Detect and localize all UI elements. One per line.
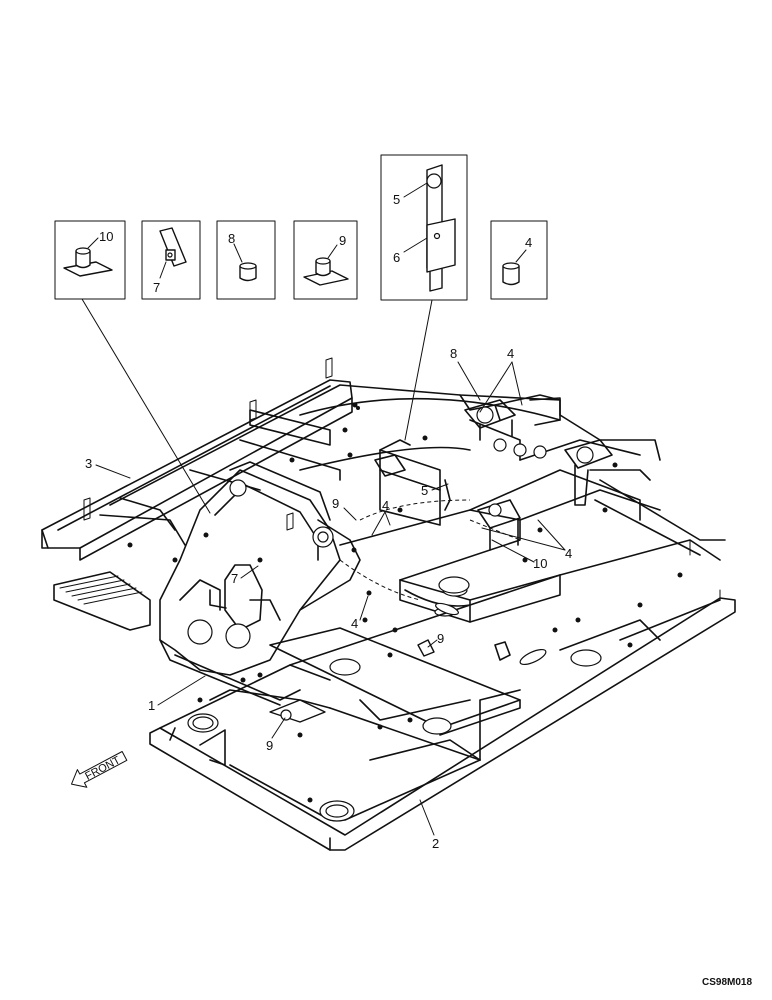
- front-arrow: FRONT: [71, 751, 128, 788]
- callout-8: 8: [450, 346, 457, 361]
- inset-part-10: 10: [54, 220, 126, 300]
- callout-4-lower: 4: [351, 616, 358, 631]
- callout-4-top: 4: [507, 346, 514, 361]
- center-beams: [339, 397, 721, 623]
- boss-icon: [315, 260, 331, 277]
- inset-box-10: [54, 220, 126, 300]
- callout-2: 2: [432, 836, 439, 851]
- spacer-icon: [502, 265, 520, 286]
- bolt-holes: [127, 402, 683, 803]
- callout-3: 3: [85, 456, 92, 471]
- front-label: FRONT: [83, 754, 122, 783]
- callout-10: 10: [533, 556, 547, 571]
- callout-4-center: 4: [382, 498, 389, 513]
- lower-frame: [149, 574, 736, 851]
- callout-4-box: 4: [525, 235, 532, 250]
- callout-7: 7: [231, 571, 238, 586]
- leader-line: [81, 298, 211, 514]
- boom-mount-structure: [159, 461, 361, 706]
- callout-6-box: 6: [393, 250, 400, 265]
- callouts: 3 1 2 8 4 5 9 4 4 10 7 4 9 9: [85, 346, 572, 851]
- inset-part-5-6: 5 6: [380, 154, 468, 301]
- callout-9-lower: 9: [266, 738, 273, 753]
- inset-part-9: 9: [293, 220, 358, 300]
- callout-1: 1: [148, 698, 155, 713]
- inset-box-4: [490, 220, 548, 300]
- callout-9-middle: 9: [437, 631, 444, 646]
- callout-9-upper: 9: [332, 496, 339, 511]
- callout-9-box: 9: [339, 233, 346, 248]
- inset-box-7: [141, 220, 201, 300]
- inset-box-8: [216, 220, 276, 300]
- roller-icon: [426, 173, 442, 189]
- inset-part-4: 4: [490, 220, 548, 300]
- drawing-code: CS98M018: [702, 977, 752, 988]
- leader-line: [404, 299, 433, 441]
- callout-4-right: 4: [565, 546, 572, 561]
- callout-8-box: 8: [228, 231, 235, 246]
- bushing-icon: [239, 265, 257, 282]
- inset-box-9: [293, 220, 358, 300]
- callout-10-box: 10: [99, 229, 113, 244]
- callout-5-box: 5: [393, 192, 400, 207]
- front-arrow-icon: [71, 751, 128, 788]
- boss-icon: [75, 250, 91, 269]
- inset-part-7: 7: [141, 220, 201, 300]
- inset-box-5-6: [380, 154, 468, 301]
- callout-5: 5: [421, 483, 428, 498]
- side-block-icon: [426, 218, 456, 273]
- inset-part-8: 8: [216, 220, 276, 300]
- callout-7-box: 7: [153, 280, 160, 295]
